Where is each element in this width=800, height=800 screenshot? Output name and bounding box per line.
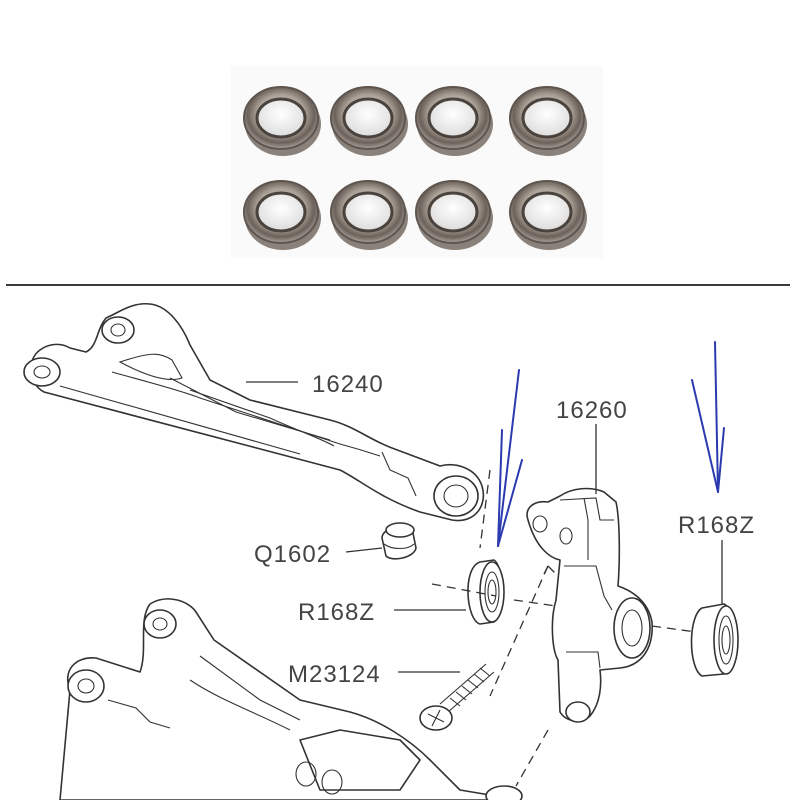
label-upper-arm: 16240 [312,371,384,398]
bearing-photo-item [243,86,321,156]
label-bearing-left: R168Z [298,599,375,626]
ball-stud-part [381,522,417,560]
bearing-photo [231,66,603,258]
label-ball-stud: Q1602 [254,541,331,568]
screw-part [419,663,495,731]
bearing-photo-item [509,86,587,156]
label-bearing-right: R168Z [678,512,755,539]
label-knuckle: 16260 [556,397,628,424]
bearing-right-part [690,603,739,677]
bearing-photo-item [243,180,321,250]
upper-arm-part [23,302,485,522]
arrow-right-annotation [714,341,719,493]
annotation-arrows [497,341,725,547]
bearing-photo-item [415,86,493,156]
section-divider [6,284,790,286]
bearing-photo-item [415,180,493,250]
arrow-left-annotation [497,369,520,547]
bearing-photo-item [330,180,408,250]
lower-arm-part [59,598,523,800]
knuckle-part [526,487,653,723]
bearing-photo-item [330,86,408,156]
label-screw: M23124 [288,661,381,688]
bearing-left-part [467,559,505,625]
assembly-lines [431,469,697,787]
bearing-photo-item [509,180,587,250]
leader-lines [246,381,723,673]
